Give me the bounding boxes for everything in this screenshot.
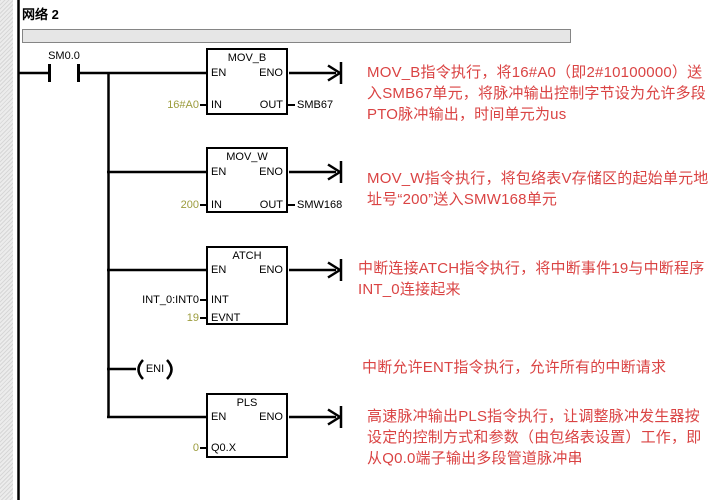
- eno-arrow-icon-pls: [289, 406, 343, 428]
- pin-eno: ENO: [259, 67, 283, 79]
- block-title: MOV_W: [226, 151, 268, 163]
- contact-icon: [48, 64, 80, 82]
- pin-int: INT: [211, 294, 229, 306]
- annotation-eni: 中断允许ENT指令执行，允许所有的中断请求: [362, 359, 667, 376]
- block-title: MOV_B: [227, 52, 267, 64]
- coil-icon: [137, 359, 173, 380]
- pin-in: IN: [211, 199, 222, 211]
- instruction-block-mov-b[interactable]: MOV_B EN ENO IN OUT: [206, 48, 288, 115]
- coil-eni[interactable]: ENI: [145, 363, 165, 375]
- pin-eno: ENO: [259, 411, 283, 423]
- operand-out-movb[interactable]: SMB67: [297, 99, 334, 111]
- annotation-mov-w: MOV_W指令执行，将包络表V存储区的起始单元地址号“200”送入SMW168单…: [367, 170, 709, 208]
- annotation-atch: 中断连接ATCH指令执行，将中断事件19与中断程序INT_0连接起来: [358, 260, 705, 298]
- pin-evnt: EVNT: [211, 312, 241, 324]
- pin-eno: ENO: [259, 166, 283, 178]
- operand-int-atch[interactable]: INT_0:INT0: [142, 294, 199, 306]
- eno-arrow-icon-atch: [289, 259, 343, 281]
- pin-out: OUT: [259, 199, 283, 211]
- instruction-block-mov-w[interactable]: MOV_W EN ENO IN OUT: [206, 147, 288, 213]
- eno-arrow-icon-movb: [289, 62, 343, 84]
- pin-en: EN: [211, 67, 227, 79]
- annotation-mov-b: MOV_B指令执行，将16#A0（即2#10100000）送入SMB67单元，将…: [367, 64, 706, 123]
- operand-evnt-atch[interactable]: 19: [186, 312, 199, 324]
- instruction-block-atch[interactable]: ATCH EN ENO INT EVNT: [206, 246, 288, 325]
- pin-out: OUT: [259, 99, 283, 111]
- operand-in-movb[interactable]: 16#A0: [167, 99, 199, 111]
- pin-en: EN: [211, 166, 227, 178]
- pin-in: IN: [211, 99, 222, 111]
- contact-sm0-0[interactable]: SM0.0: [48, 50, 80, 62]
- operand-in-movw[interactable]: 200: [180, 199, 199, 211]
- operand-q-pls[interactable]: 0: [192, 442, 199, 454]
- pin-ticks: [200, 104, 295, 449]
- pin-en: EN: [211, 411, 227, 423]
- instruction-block-pls[interactable]: PLS EN ENO Q0.X: [206, 393, 288, 458]
- operand-out-movw[interactable]: SMW168: [297, 199, 343, 211]
- network-comment-bar[interactable]: [22, 29, 571, 43]
- editor-margin: [0, 0, 13, 500]
- pin-q: Q0.X: [211, 442, 237, 454]
- annotation-pls: 高速脉冲输出PLS指令执行，让调整脉冲发生器按设定的控制方式和参数（由包络表设置…: [367, 408, 702, 467]
- pin-eno: ENO: [259, 264, 283, 276]
- block-title: PLS: [236, 397, 258, 409]
- network-title: 网络 2: [22, 7, 59, 22]
- pin-en: EN: [211, 264, 227, 276]
- eno-arrow-icon-movw: [289, 161, 343, 183]
- block-title: ATCH: [232, 250, 262, 262]
